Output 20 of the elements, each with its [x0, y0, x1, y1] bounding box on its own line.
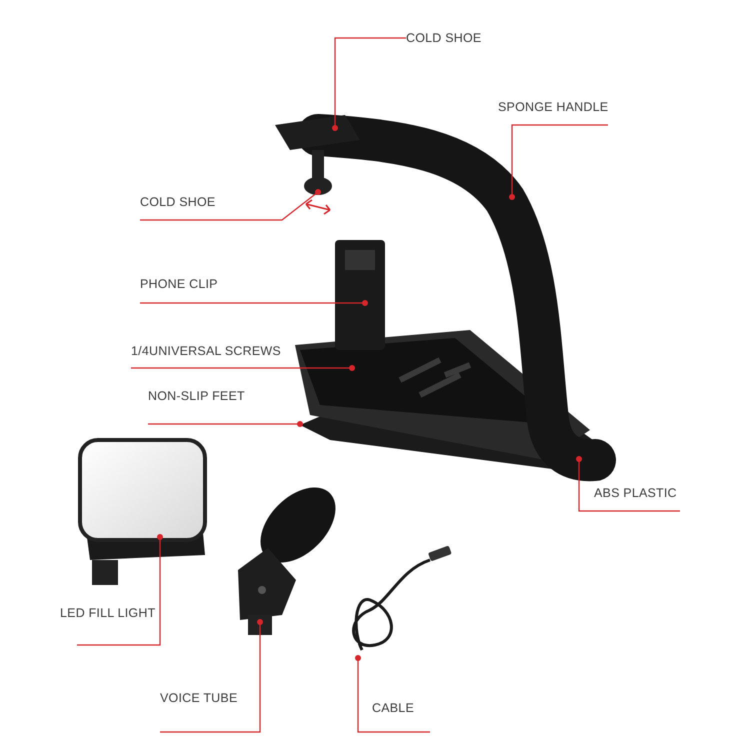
leader-line	[77, 534, 163, 646]
leader-line	[131, 365, 355, 371]
callout-label: PHONE CLIP	[140, 276, 230, 303]
callout-label: LED FILL LIGHT	[60, 605, 160, 645]
callout-label: COLD SHOE	[140, 194, 230, 220]
leader-line	[509, 124, 608, 200]
leader-line	[140, 300, 368, 306]
leader-line	[332, 37, 406, 131]
leader-line	[355, 655, 430, 733]
callout-label: VOICE TUBE	[160, 690, 245, 732]
leader-line	[148, 421, 303, 427]
leader-line	[140, 189, 321, 221]
callout-label: 1/4UNIVERSAL SCREWS	[131, 343, 281, 368]
leader-line	[576, 456, 680, 512]
callout-label: ABS PLASTIC	[594, 485, 680, 511]
callout-label: COLD SHOE	[406, 30, 491, 46]
callout-label: CABLE	[372, 700, 430, 732]
callout-label: NON-SLIP FEET	[148, 388, 253, 424]
leader-line	[160, 619, 263, 733]
callout-label: SPONGE HANDLE	[498, 99, 608, 125]
